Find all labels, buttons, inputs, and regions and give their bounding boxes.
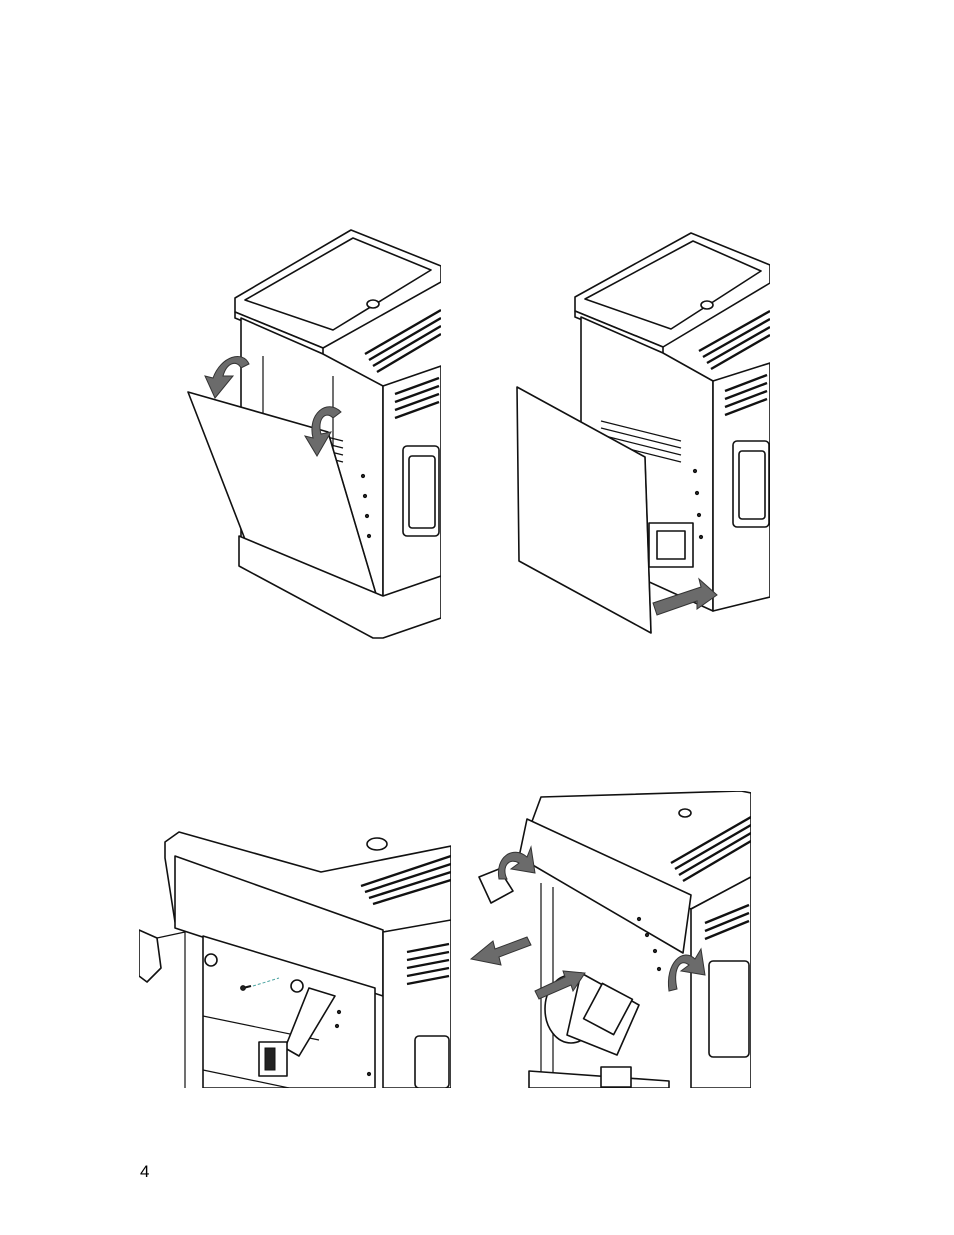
stove-side-panel-remove-icon <box>511 231 770 639</box>
stove-top-panel-screw-icon <box>139 826 451 1088</box>
page-number: 4 <box>140 1162 149 1182</box>
figure-side-panel-remove <box>511 231 770 639</box>
stove-side-panel-tilt-icon <box>183 226 441 639</box>
figure-side-panel-tilt <box>183 226 441 639</box>
figure-fan-removal <box>469 791 751 1088</box>
figure-top-panel-screw <box>139 826 451 1088</box>
stove-fan-removal-icon <box>469 791 751 1088</box>
